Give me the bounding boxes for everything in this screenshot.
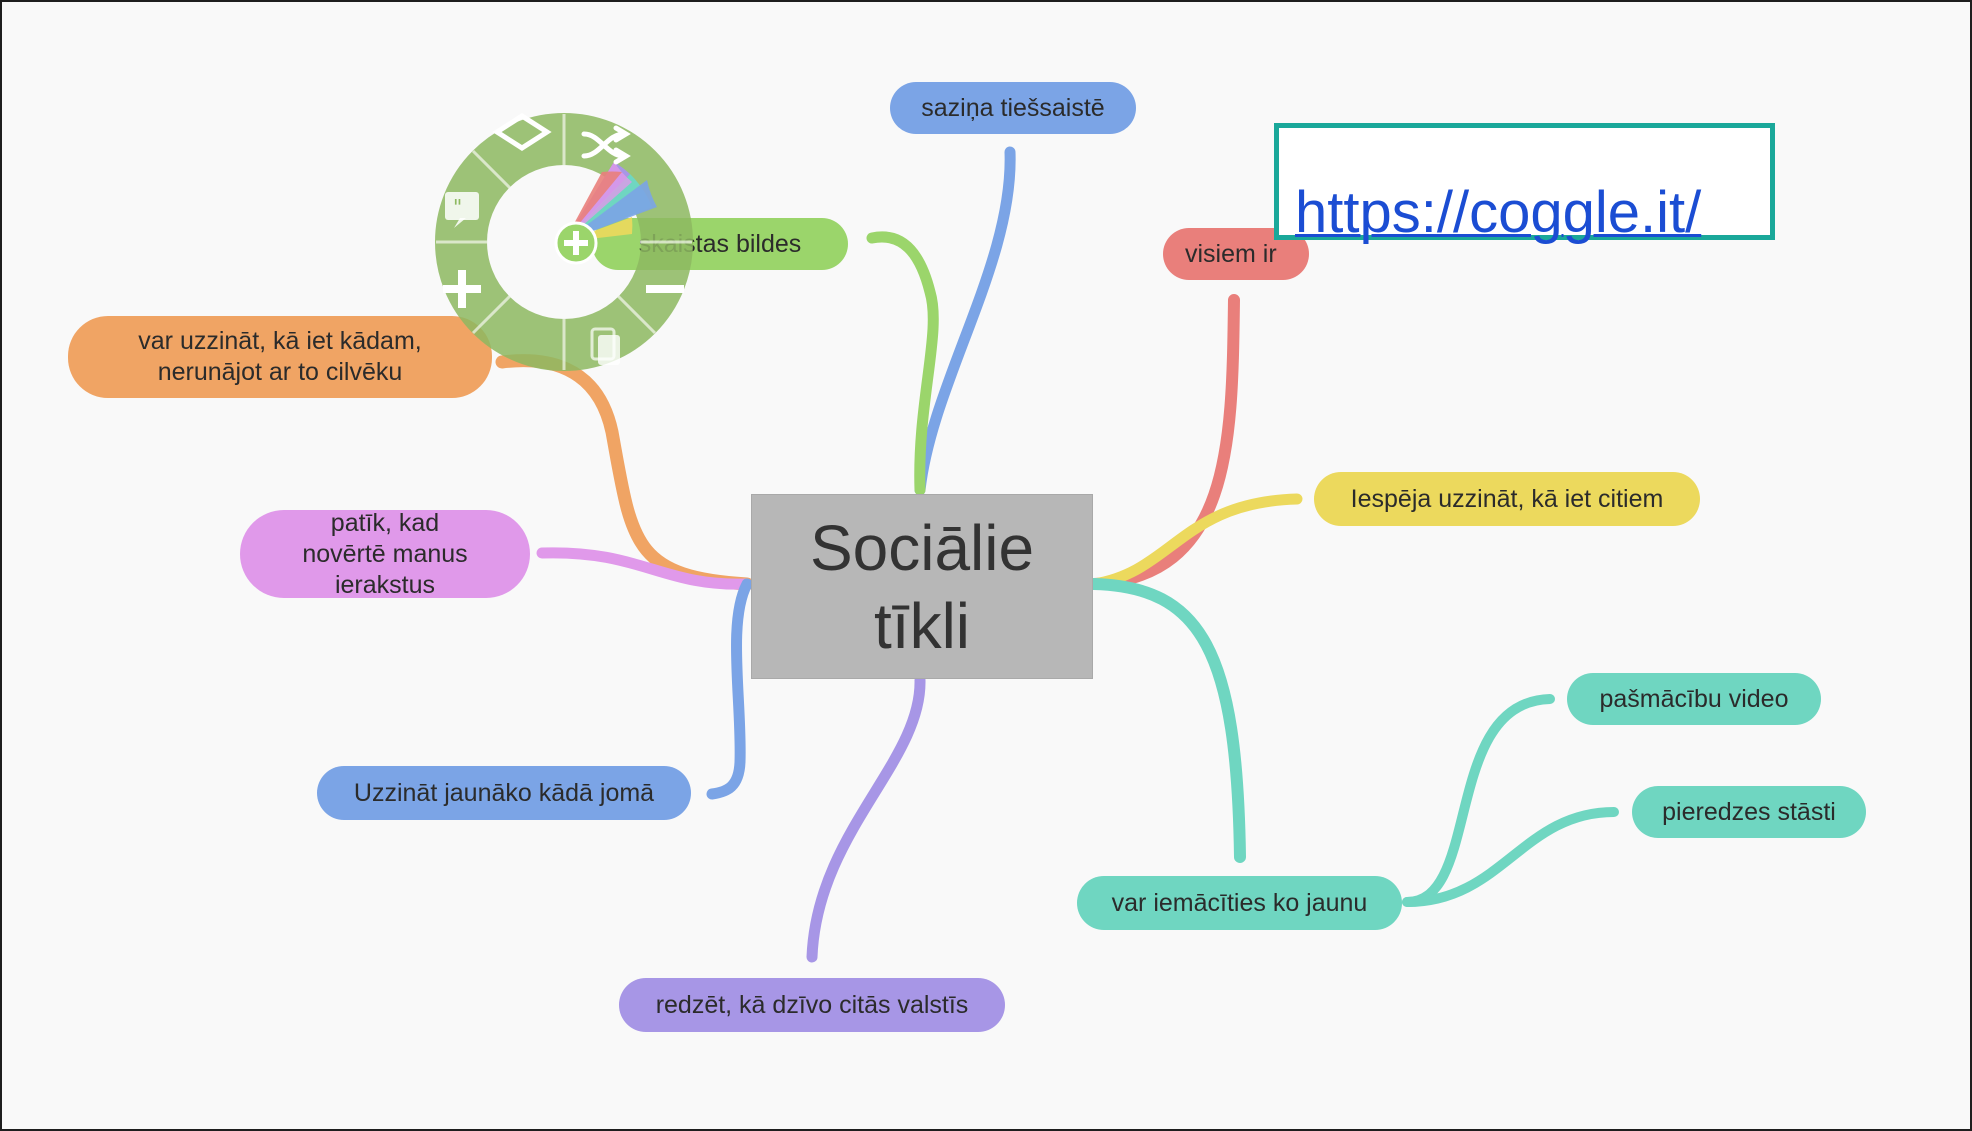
node-var-uzzinat[interactable]: var uzzināt, kā iet kādam, nerunājot ar … <box>68 316 492 398</box>
quote-icon[interactable]: " <box>445 192 479 228</box>
branch-patik <box>536 547 753 590</box>
branch-var-iemacities <box>1088 578 1246 863</box>
node-iespeja-uzzinat[interactable]: Iespēja uzzināt, kā iet citiem <box>1314 472 1700 526</box>
shuffle-icon[interactable] <box>581 125 631 165</box>
diamond-icon[interactable] <box>492 113 552 151</box>
add-icon[interactable] <box>443 270 481 308</box>
branch-visiem <box>1088 294 1240 590</box>
branch-skaistas <box>866 231 939 496</box>
branch-uzzinat-jaunako <box>706 578 753 800</box>
node-pasmacibu-video[interactable]: pašmācību video <box>1567 673 1821 725</box>
remove-icon[interactable] <box>646 285 684 293</box>
node-redzet[interactable]: redzēt, kā dzīvo citās valstīs <box>619 978 1005 1032</box>
node-sazina-tiessaiste[interactable]: saziņa tiešsaistē <box>890 82 1136 134</box>
node-pieredzes-stasti[interactable]: pieredzes stāsti <box>1632 786 1866 838</box>
coggle-link[interactable]: https://coggle.it/ <box>1295 180 1702 245</box>
link-highlight-box <box>1274 123 1775 240</box>
svg-text:": " <box>453 195 462 219</box>
node-uzzinat-jaunako[interactable]: Uzzināt jaunāko kādā jomā <box>317 766 691 820</box>
add-child-icon[interactable] <box>554 221 598 265</box>
branch-pieredzes <box>1402 807 1619 907</box>
node-patik-kad[interactable]: patīk, kad novērtē manus ierakstus <box>240 509 530 599</box>
branch-sazina <box>914 146 1016 496</box>
central-topic[interactable]: Sociālie tīkli <box>751 494 1093 679</box>
node-var-iemacities[interactable]: var iemācīties ko jaunu <box>1077 876 1402 930</box>
node-visiem-ir[interactable]: visiem ir <box>1163 228 1309 280</box>
branch-pasmacibu <box>1402 694 1555 907</box>
branch-iespeja <box>1088 493 1303 590</box>
copy-icon[interactable] <box>590 327 620 365</box>
branch-redzet <box>806 674 926 963</box>
